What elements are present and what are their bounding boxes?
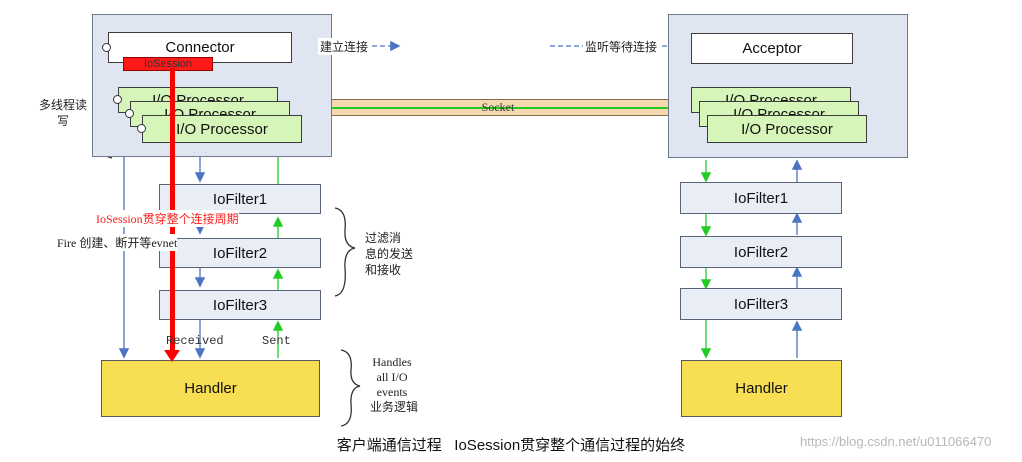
listen-label: 监听等待连接 — [583, 38, 660, 55]
iosession-label: IoSession — [143, 58, 193, 70]
fire-event-note: Fire 创建、断开等evnet — [57, 234, 178, 251]
iosession-span-note: IoSession贯穿整个连接周期 — [96, 210, 239, 227]
server-panel: Acceptor I/O Processor I/O Processor I/O… — [668, 14, 908, 158]
connect-label: 建立连接 — [318, 38, 371, 55]
filter-brace — [334, 207, 356, 297]
handler-note: Handles all I/O events 业务逻辑 — [370, 355, 419, 414]
iosession-span-arrowhead — [164, 350, 180, 362]
handler-brace — [340, 349, 361, 427]
watermark-url: https://blog.csdn.net/u011066470 — [800, 434, 992, 449]
client-iofilter3[interactable]: IoFilter3 — [159, 290, 321, 320]
filter-note: 过滤消 息的发送 和接收 — [365, 231, 414, 277]
client-iofilter2[interactable]: IoFilter2 — [159, 238, 321, 268]
server-iofilter3[interactable]: IoFilter3 — [680, 288, 842, 320]
client-processor-front[interactable]: I/O Processor — [142, 115, 302, 143]
iosession-bar: IoSession — [123, 57, 213, 71]
diagram-caption: 客户端通信过程 IoSession贯穿整个通信过程的始终 — [336, 437, 686, 454]
processor-port-icon — [125, 109, 134, 118]
processor-port-icon — [113, 95, 122, 104]
received-label: Received — [166, 334, 224, 348]
server-handler-box[interactable]: Handler — [681, 360, 842, 417]
socket-label: Socket — [481, 100, 515, 114]
acceptor-box[interactable]: Acceptor — [691, 33, 853, 64]
socket-tube: Socket — [313, 99, 683, 116]
multithread-note: 多线程读 写 — [38, 98, 87, 128]
server-processor-front[interactable]: I/O Processor — [707, 115, 867, 143]
connector-label: Connector — [165, 39, 235, 56]
client-handler-box[interactable]: Handler — [101, 360, 320, 417]
server-iofilter1[interactable]: IoFilter1 — [680, 182, 842, 214]
server-iofilter2[interactable]: IoFilter2 — [680, 236, 842, 268]
client-panel: Connector IoSession I/O Processor I/O Pr… — [92, 14, 332, 157]
connector-port-icon — [102, 43, 111, 52]
processor-port-icon — [137, 124, 146, 133]
client-iofilter1[interactable]: IoFilter1 — [159, 184, 321, 214]
sent-label: Sent — [262, 334, 291, 348]
